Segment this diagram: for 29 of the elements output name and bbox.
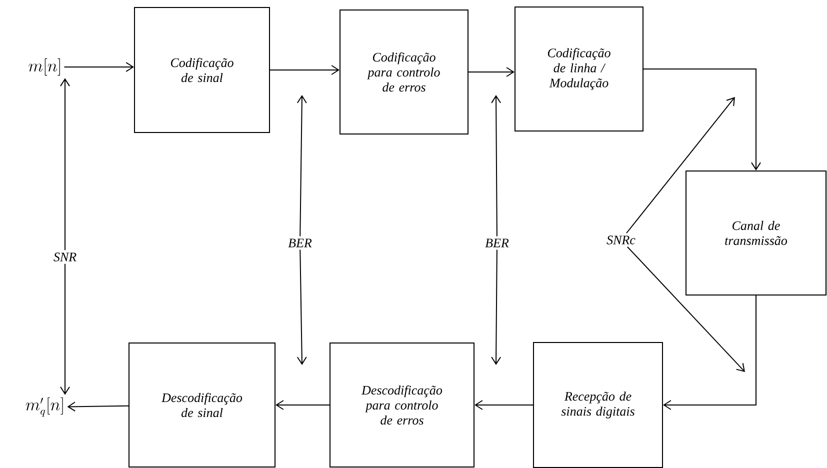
- signal-label: $m_q'[n]$: [26, 397, 63, 417]
- arrow: [626, 246, 745, 372]
- process-box: Codificação de sinal: [134, 7, 270, 133]
- process-box: Codificação de linha / Modulação: [514, 6, 644, 132]
- arrow: [643, 68, 761, 170]
- arrow: [663, 295, 756, 410]
- arrow: [60, 263, 70, 395]
- arrow: [64, 62, 134, 72]
- arrow: [60, 78, 70, 251]
- arrow: [296, 249, 307, 365]
- signal-label: $m[n]$: [28, 58, 60, 76]
- process-box: Canal de transmissão: [686, 170, 826, 296]
- arrow: [276, 400, 330, 410]
- arrow: [296, 95, 307, 237]
- parameter-label: BER: [288, 238, 312, 248]
- parameter-label: SNRc: [606, 236, 636, 244]
- arrow: [626, 97, 735, 234]
- arrow: [270, 65, 340, 75]
- arrow: [67, 402, 129, 412]
- parameter-label: SNR: [54, 252, 76, 262]
- process-box: Descodificação para controlo de erros: [330, 342, 474, 468]
- arrow: [491, 95, 502, 237]
- parameter-label: BER: [485, 238, 509, 248]
- process-box: Recepção de sinais digitais: [533, 342, 663, 468]
- arrow: [491, 249, 502, 365]
- arrow: [468, 67, 514, 77]
- process-box: Descodificação de sinal: [128, 342, 276, 468]
- arrow: [474, 400, 534, 410]
- process-box: Codificação para controlo de erros: [340, 10, 468, 134]
